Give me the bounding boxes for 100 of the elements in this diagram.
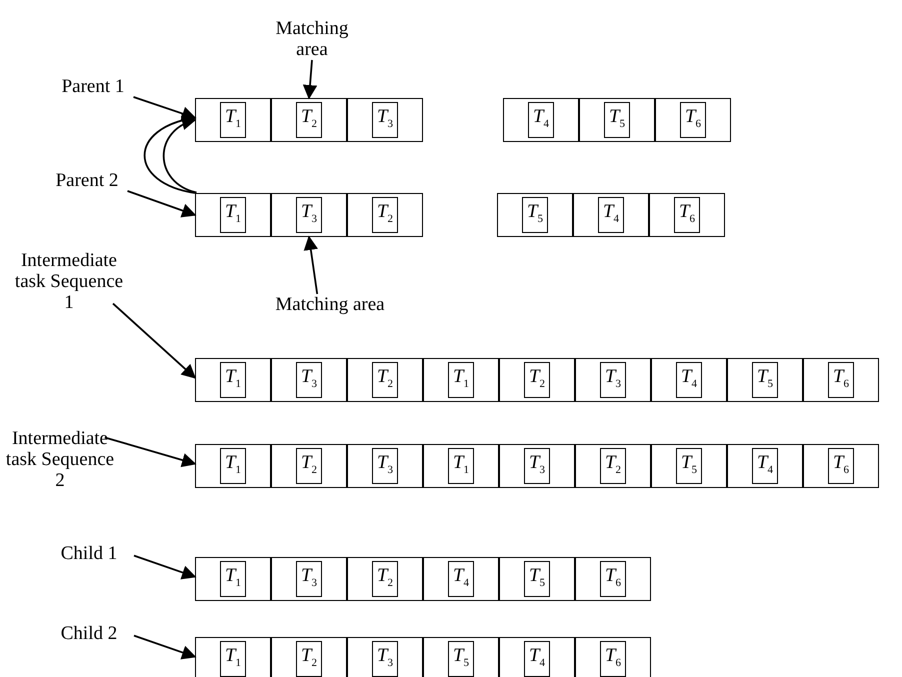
task-label: T$_{2}$ [372, 196, 398, 234]
task-label: T$_{6}$ [600, 640, 626, 677]
task-label: T$_{3}$ [296, 362, 322, 398]
task-cell [575, 444, 651, 488]
task-cell [271, 98, 347, 142]
task-label: T$_{1}$ [220, 560, 246, 598]
task-label: T$_{3}$ [372, 640, 398, 677]
task-label: T$_{3}$ [372, 448, 398, 484]
arrow [302, 60, 318, 100]
task-cell [499, 637, 575, 677]
curved-arrow [144, 114, 196, 194]
curved-arrow [162, 117, 197, 194]
task-label: T$_{1}$ [448, 448, 474, 484]
task-label: T$_{5}$ [448, 640, 474, 677]
task-cell [651, 444, 727, 488]
task-cell [347, 557, 423, 601]
task-label: T$_{4}$ [528, 102, 554, 138]
row-label: Intermediate task Sequence 2 [4, 428, 116, 491]
task-label: T$_{4}$ [448, 560, 474, 598]
task-cell [573, 193, 649, 237]
task-cell [499, 557, 575, 601]
task-label: T$_{5}$ [524, 560, 550, 598]
task-label: T$_{5}$ [604, 102, 630, 138]
task-cell [575, 557, 651, 601]
task-cell [655, 98, 731, 142]
arrow [104, 436, 196, 468]
task-cell [195, 98, 271, 142]
task-label: T$_{2}$ [372, 362, 398, 398]
task-label: T$_{6}$ [680, 102, 706, 138]
task-cell [727, 358, 803, 402]
task-label: T$_{2}$ [296, 102, 322, 138]
task-label: T$_{3}$ [372, 102, 398, 138]
task-cell [499, 444, 575, 488]
annotation-label: Matching area [262, 18, 362, 60]
task-label: T$_{6}$ [828, 448, 854, 484]
arrow [112, 302, 196, 379]
arrow [134, 634, 196, 660]
task-cell [347, 98, 423, 142]
task-cell [347, 637, 423, 677]
annotation-label: Matching area [250, 294, 410, 315]
arrow [134, 554, 196, 580]
task-cell [497, 193, 573, 237]
task-cell [195, 444, 271, 488]
task-cell [271, 557, 347, 601]
task-label: T$_{2}$ [296, 640, 322, 677]
task-cell [423, 444, 499, 488]
task-cell [651, 358, 727, 402]
task-cell [195, 193, 271, 237]
task-cell [649, 193, 725, 237]
task-label: T$_{6}$ [600, 560, 626, 598]
task-label: T$_{6}$ [828, 362, 854, 398]
row-label: Child 1 [44, 543, 134, 564]
task-label: T$_{1}$ [220, 640, 246, 677]
task-label: T$_{4}$ [598, 196, 624, 234]
row-label: Parent 2 [42, 170, 132, 191]
task-cell [727, 444, 803, 488]
arrow [133, 96, 196, 120]
task-label: T$_{1}$ [220, 196, 246, 234]
task-cell [423, 557, 499, 601]
task-cell [579, 98, 655, 142]
task-label: T$_{3}$ [296, 560, 322, 598]
task-cell [271, 358, 347, 402]
arrow [304, 236, 318, 294]
task-cell [195, 557, 271, 601]
task-label: T$_{2}$ [524, 362, 550, 398]
task-label: T$_{6}$ [674, 196, 700, 234]
task-label: T$_{1}$ [220, 102, 246, 138]
task-label: T$_{3}$ [296, 196, 322, 234]
task-label: T$_{3}$ [600, 362, 626, 398]
task-cell [575, 358, 651, 402]
task-label: T$_{2}$ [600, 448, 626, 484]
task-cell [503, 98, 579, 142]
task-label: T$_{1}$ [220, 362, 246, 398]
task-cell [195, 358, 271, 402]
task-label: T$_{1}$ [220, 448, 246, 484]
task-cell [271, 193, 347, 237]
task-label: T$_{5}$ [752, 362, 778, 398]
task-cell [423, 637, 499, 677]
task-label: T$_{4}$ [752, 448, 778, 484]
task-cell [575, 637, 651, 677]
task-cell [347, 193, 423, 237]
task-label: T$_{4}$ [524, 640, 550, 677]
task-cell [195, 637, 271, 677]
task-cell [271, 637, 347, 677]
row-label: Intermediate task Sequence 1 [14, 250, 124, 313]
task-label: T$_{3}$ [524, 448, 550, 484]
row-label: Child 2 [44, 623, 134, 644]
row-label: Parent 1 [48, 76, 138, 97]
task-cell [347, 358, 423, 402]
task-cell [423, 358, 499, 402]
task-cell [803, 444, 879, 488]
task-label: T$_{5}$ [676, 448, 702, 484]
task-cell [347, 444, 423, 488]
arrow [127, 190, 196, 218]
task-label: T$_{2}$ [372, 560, 398, 598]
task-label: T$_{5}$ [522, 196, 548, 234]
task-label: T$_{1}$ [448, 362, 474, 398]
task-cell [271, 444, 347, 488]
task-label: T$_{2}$ [296, 448, 322, 484]
task-cell [803, 358, 879, 402]
